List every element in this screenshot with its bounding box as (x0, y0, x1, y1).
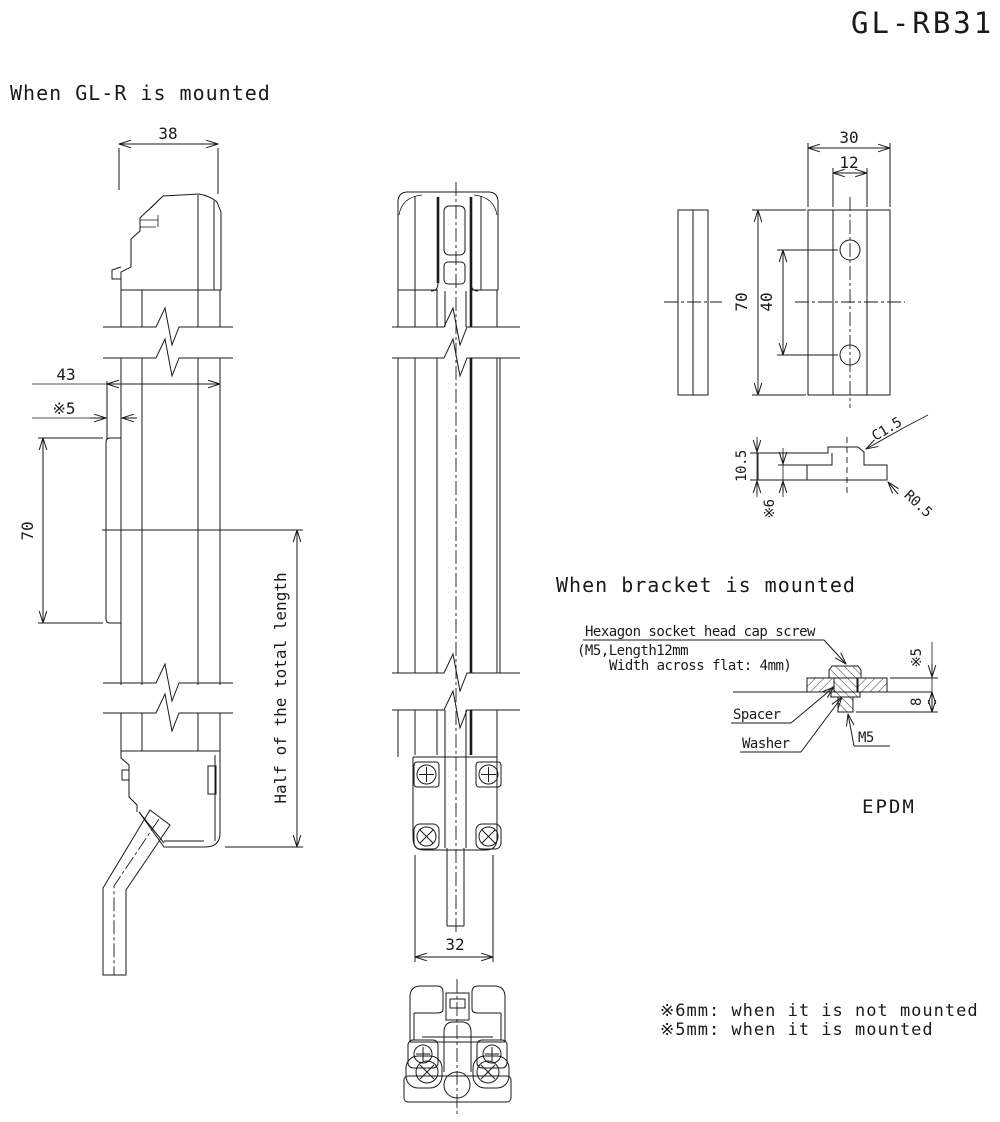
dim-70-left-label: 70 (18, 521, 37, 540)
chamfer-c1-5-label: C1.5 (869, 415, 904, 445)
dim-gap6-label: ※6 (762, 499, 778, 518)
dim-half-length-label: Half of the total length (271, 572, 290, 803)
hex-screw-label-line3: Width across flat: 4mm) (609, 658, 791, 674)
dim-gap5-label: ※5 (52, 399, 75, 418)
heading-gl-r-mounted: When GL-R is mounted (10, 81, 271, 105)
note-6mm: ※6mm: when it is not mounted (660, 1001, 979, 1021)
drawing-title: GL-RB31 (851, 6, 994, 40)
hex-screw-label-line2: (M5,Length12mm (577, 643, 688, 659)
front-view-gl-r: 32 (392, 182, 520, 962)
note-5mm: ※5mm: when it is mounted (660, 1020, 934, 1040)
dim-10-5-label: 10.5 (734, 450, 750, 482)
m5-label: M5 (858, 730, 874, 746)
dim-38-label: 38 (158, 124, 177, 143)
epdm-material-label: EPDM (862, 796, 916, 818)
heading-bracket-mounted: When bracket is mounted (556, 573, 856, 597)
dim-12-label: 12 (839, 153, 858, 172)
side-view-gl-r: 38 43 ※5 70 Half (18, 124, 303, 975)
dim-70-plate-label: 70 (732, 292, 751, 311)
washer-label: Washer (742, 736, 790, 752)
hex-screw-label-line1: Hexagon socket head cap screw (585, 624, 816, 640)
bracket-plate-views: 30 12 70 40 (664, 128, 905, 408)
footnotes: ※6mm: when it is not mounted ※5mm: when … (660, 1001, 979, 1040)
bottom-end-view (404, 979, 511, 1114)
dim-32-label: 32 (445, 935, 464, 954)
dim-43-label: 43 (56, 365, 75, 384)
dim-mount-gap5-label: ※5 (909, 648, 925, 667)
radius-r0-5-label: R0.5 (901, 487, 935, 520)
dim-40-label: 40 (757, 292, 776, 311)
bracket-mount-detail: Hexagon socket head cap screw (M5,Length… (577, 624, 938, 818)
dim-30-label: 30 (839, 128, 858, 147)
dim-8-label: 8 (909, 698, 925, 706)
spacer-label: Spacer (733, 707, 781, 723)
epdm-profile-section: 10.5 ※6 C1.5 R0.5 (734, 415, 935, 521)
